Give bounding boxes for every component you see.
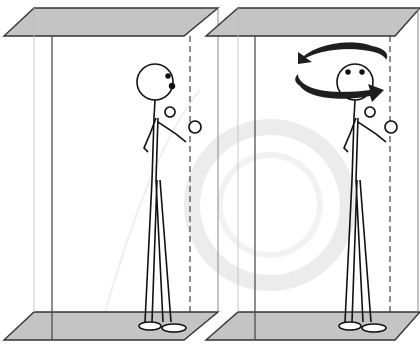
- rotation-arrow-icon: [295, 42, 388, 102]
- top-slab-left: [2, 7, 220, 37]
- bottom-slab-left: [2, 311, 220, 341]
- top-slab-right: [204, 7, 420, 37]
- bottom-slab-right: [204, 311, 420, 341]
- watermark: [99, 89, 356, 331]
- enclosure-left: [2, 7, 220, 341]
- figure-head: [136, 63, 174, 101]
- enclosure-right: [204, 7, 420, 341]
- stick-figure-icon: [136, 63, 202, 333]
